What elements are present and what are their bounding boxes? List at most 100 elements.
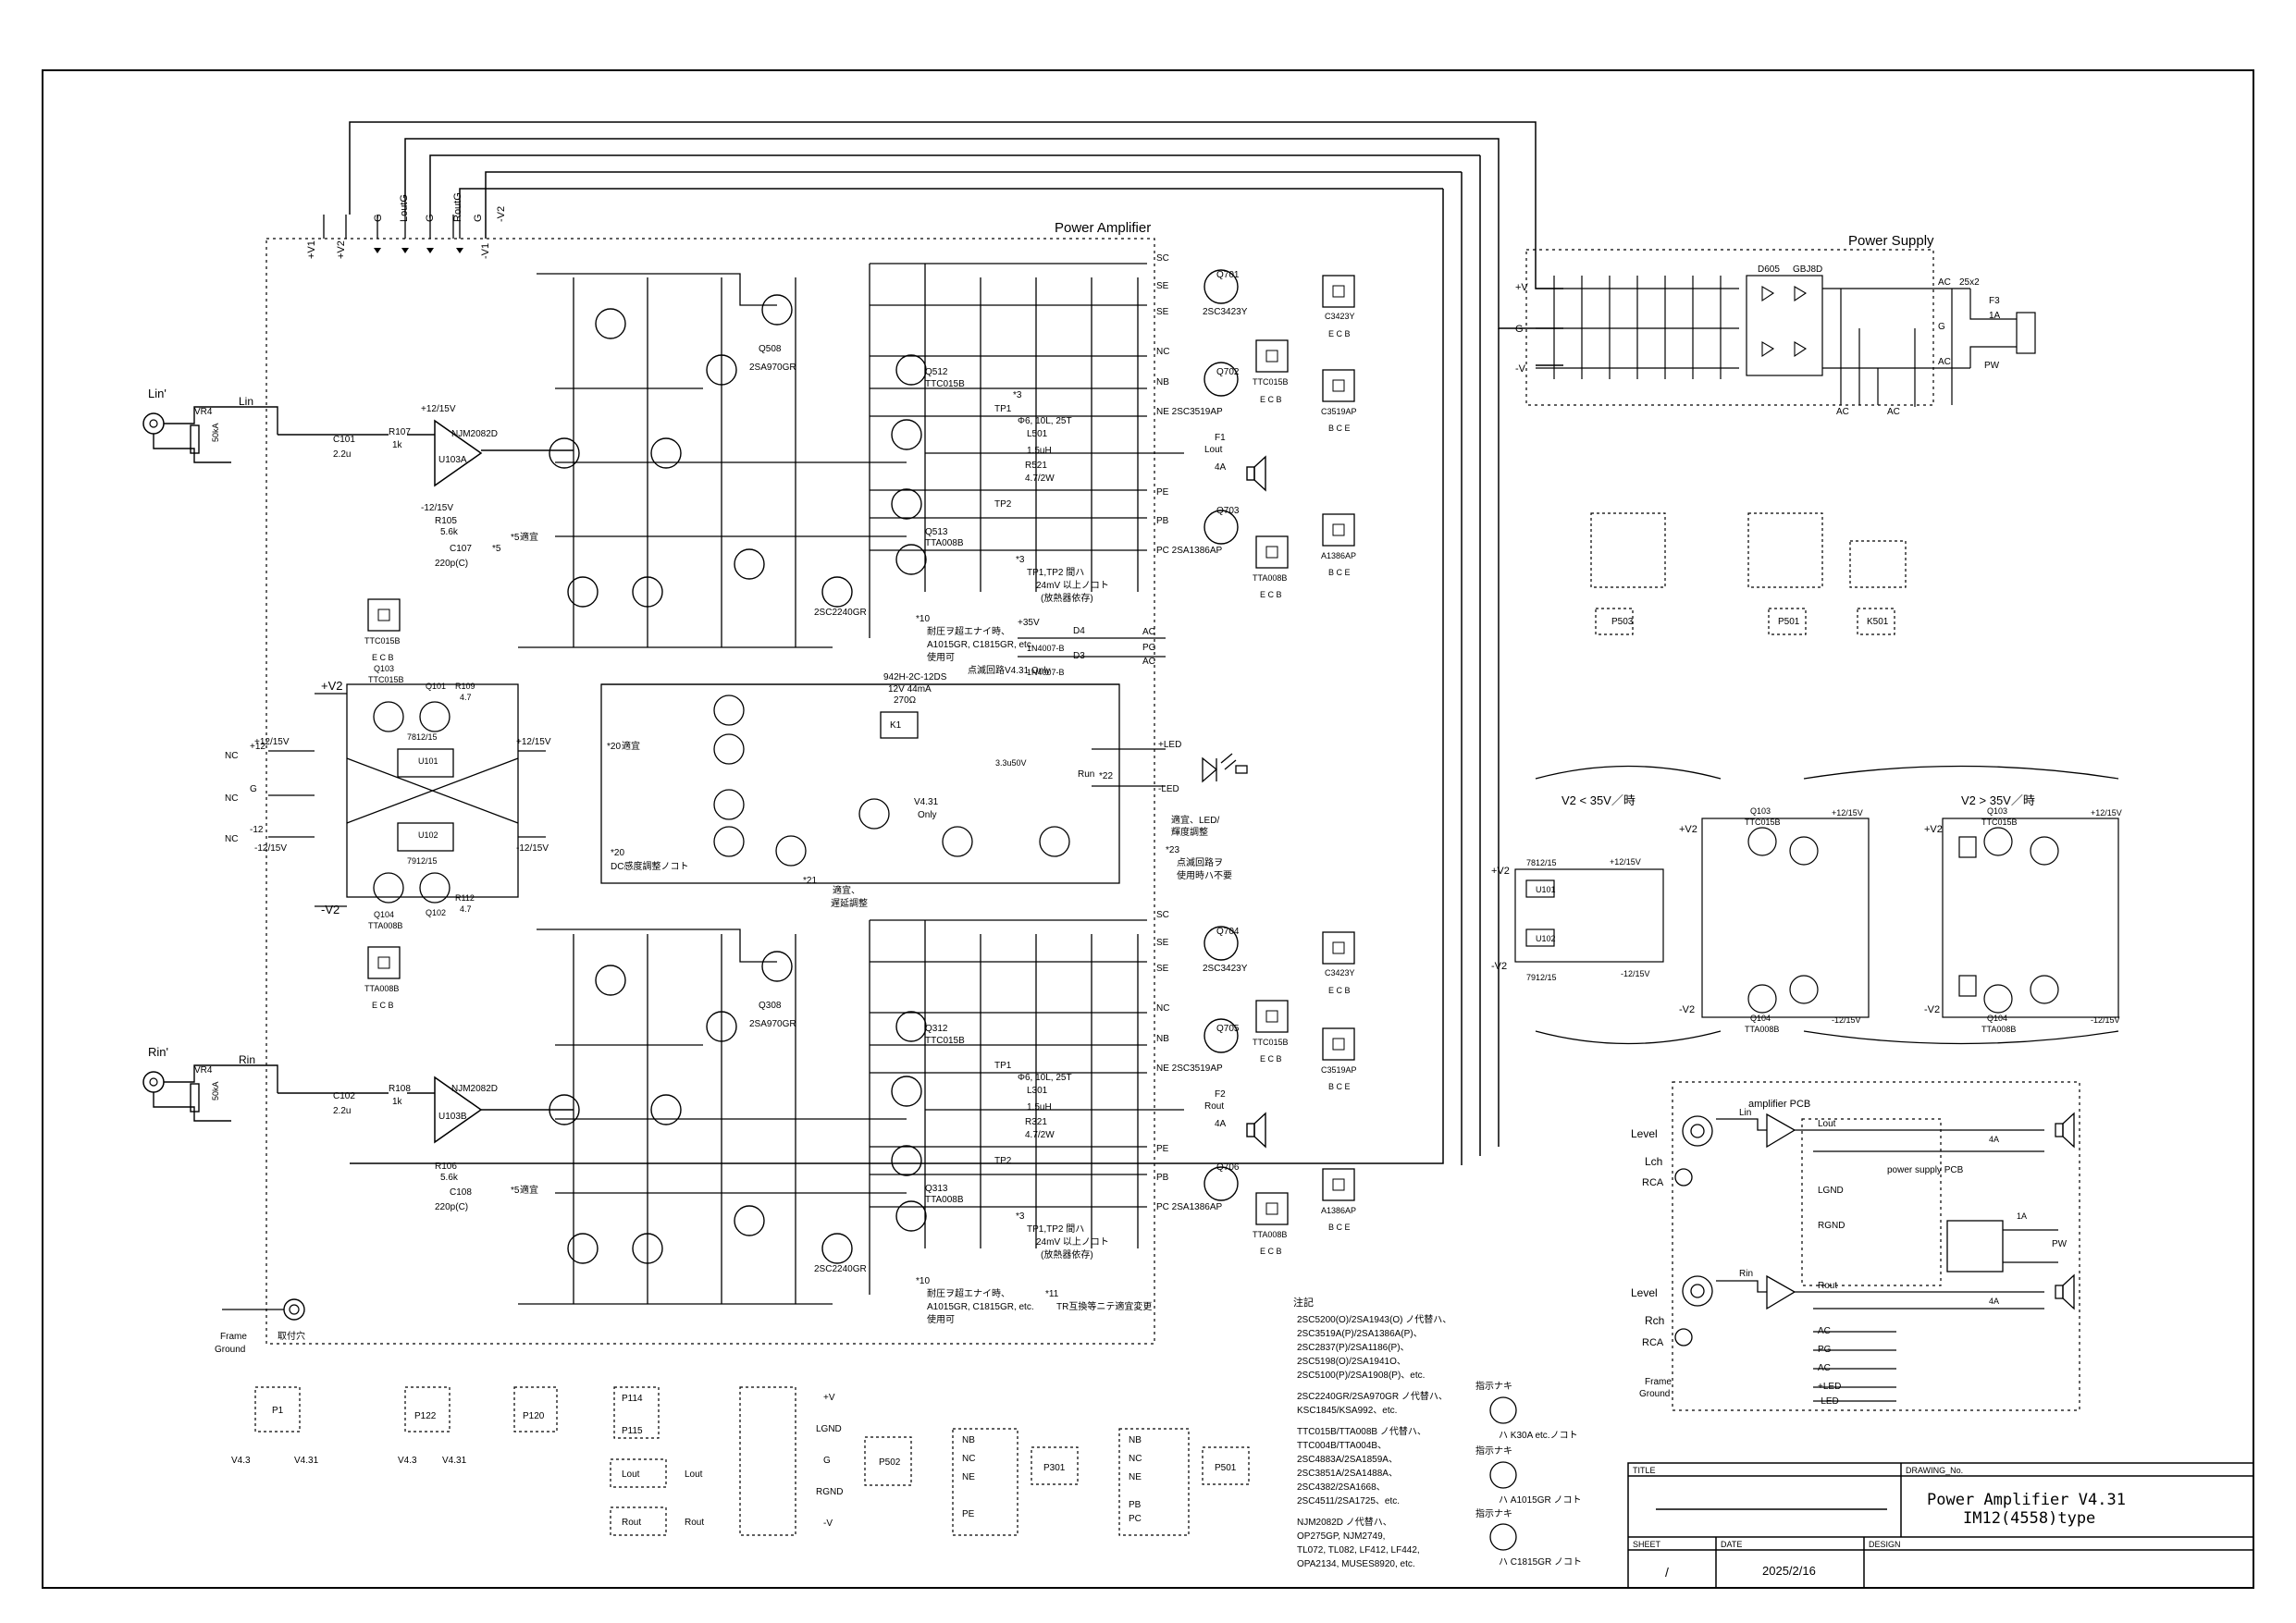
pg-label: PG xyxy=(1142,643,1156,653)
pin-label: G xyxy=(425,214,436,222)
c107-note: *5 xyxy=(492,544,501,554)
l301-value: 1.5uH xyxy=(1027,1102,1052,1113)
note-line: KSC1845/KSA992、etc. xyxy=(1297,1406,1397,1416)
note-line: TTC015B/TTA008B ノ代替ハ、 xyxy=(1297,1425,1426,1437)
net-pe: PE xyxy=(1156,1144,1169,1154)
led-n: -LED xyxy=(1158,784,1179,794)
r107-ref: R107 xyxy=(389,427,411,437)
pkg-label: TTC015B xyxy=(364,636,401,646)
k1-ref: K1 xyxy=(890,720,902,731)
note-5: *5 xyxy=(511,1186,520,1196)
led-n: -LED xyxy=(1818,1396,1839,1407)
left-input-section: Lin' Lin VR4 50kA C101 2.2u R107 1k U103… xyxy=(142,387,574,569)
pin-label: G xyxy=(473,214,484,222)
conn-g: G xyxy=(823,1456,831,1466)
ps-g2: G xyxy=(1938,322,1945,332)
pkg-label: TTA008B xyxy=(1253,1230,1287,1239)
pg-label: PG xyxy=(1818,1345,1832,1355)
pkg-label: TTC015B xyxy=(1253,377,1289,387)
right-input-section: Rin' Rin VR4 50kA C102 2.2u R108 1k U103… xyxy=(142,1045,574,1212)
lin-net: Lin xyxy=(239,395,253,408)
ps-ac3: AC xyxy=(1836,407,1849,417)
reg-vp: +12/15V xyxy=(1610,857,1641,867)
note-21-text2: 遅延調整 xyxy=(831,897,868,909)
pnp-icon xyxy=(1489,1461,1517,1489)
f1-value: 4A xyxy=(1215,462,1227,473)
rout-net: Rout xyxy=(1204,1101,1224,1112)
pnp-note: ハ A1015GR ノコト xyxy=(1499,1495,1581,1506)
c102-value: 2.2u xyxy=(333,1106,351,1116)
net-pe: PE xyxy=(1156,487,1169,498)
p501-label: P501 xyxy=(1778,617,1800,627)
note-10-text3: 使用可 xyxy=(927,1313,955,1325)
sheet-label: SHEET xyxy=(1633,1540,1661,1549)
note-3: *3 xyxy=(1016,1211,1025,1222)
note-line: 2SC5100(P)/2SA1908(P)、etc. xyxy=(1297,1371,1425,1381)
opamp-ref: U103B xyxy=(438,1112,467,1122)
q103-ref: Q103 xyxy=(1750,806,1771,816)
vr-value: 50kA xyxy=(211,1081,220,1100)
conn-nb: NB xyxy=(1129,1435,1142,1445)
npn-note: ハ C1815GR ノコト xyxy=(1499,1557,1582,1568)
q513-part: TTA008B xyxy=(925,538,964,548)
r112-value: 4.7 xyxy=(460,904,472,914)
ac-label: AC xyxy=(1142,657,1155,667)
q706-ref: Q706 xyxy=(1216,1162,1240,1173)
conn-vn: -V xyxy=(823,1518,833,1529)
rca-label: RCA xyxy=(1642,1337,1664,1348)
note-21: *21 xyxy=(803,876,817,886)
d605-ref: D605 xyxy=(1758,264,1780,275)
q702-part: NE 2SC3519AP xyxy=(1156,407,1223,417)
note-tp2: 24mV 以上ノコト xyxy=(1036,1236,1109,1248)
p122-label: P122 xyxy=(414,1411,437,1421)
led-icon xyxy=(1202,753,1248,783)
ps-ac25: 25x2 xyxy=(1959,277,1980,288)
led-p: +LED xyxy=(1818,1382,1841,1392)
level-label: Level xyxy=(1631,1127,1658,1140)
lin-net: Lin xyxy=(1739,1108,1751,1118)
lin-rca-jack xyxy=(142,412,165,435)
v431-label: V4.31 xyxy=(294,1456,319,1466)
r105-ref: R105 xyxy=(435,516,457,526)
frame-ground2: Ground xyxy=(1639,1389,1670,1399)
conn-nc: NC xyxy=(962,1454,975,1464)
v431: V4.31 xyxy=(914,797,939,807)
wiring-overview: amplifier PCB power supply PCB Level Lch… xyxy=(1631,1081,2080,1411)
tp1: TP1 xyxy=(994,1061,1012,1071)
conn-rgnd: RGND xyxy=(816,1487,843,1497)
conn-lgnd: LGND xyxy=(816,1424,842,1434)
r321-ref: R321 xyxy=(1025,1117,1047,1127)
pw-label: PW xyxy=(1984,361,2000,371)
ps-g: G xyxy=(1515,324,1524,335)
pkg-label: TTA008B xyxy=(1253,573,1287,583)
drawing-subtitle: IM12(4558)type xyxy=(1963,1509,2095,1528)
drawing-no-label: DRAWING_No. xyxy=(1906,1466,1963,1475)
l501-ref: L501 xyxy=(1027,429,1048,439)
note-line: 2SC5200(O)/2SA1943(O) ノ代替ハ、 xyxy=(1297,1313,1451,1325)
date-label: DATE xyxy=(1721,1540,1742,1549)
note-22: *22 xyxy=(1099,771,1113,781)
note-tp: TP1,TP2 間ハ xyxy=(1027,567,1084,578)
q706-part: PC 2SA1386AP xyxy=(1156,1202,1222,1212)
reg-vn-in: -12/15V xyxy=(254,843,287,854)
q104-ref: Q104 xyxy=(1987,1014,2007,1023)
r321-value: 4.7/2W xyxy=(1025,1130,1055,1140)
ac-label: AC xyxy=(1142,627,1155,637)
rout-net: Rout xyxy=(1818,1281,1837,1291)
note-10-text2: A1015GR, C1815GR, etc. xyxy=(927,640,1034,650)
c108-value: 220p(C) xyxy=(435,1202,468,1212)
fet-note: ハ K30A etc.ノコト xyxy=(1499,1431,1578,1441)
net-sc: SC xyxy=(1156,253,1169,264)
minus12: -12 xyxy=(250,825,264,835)
net-sc: SC xyxy=(1156,910,1169,920)
v2-variants: V2 < 35V／時 V2 > 35V／時 +V2 -V2 7812/15 U1… xyxy=(1491,765,2122,1045)
note-line: NJM2082D ノ代替ハ、 xyxy=(1297,1516,1392,1528)
q509-part: 2SC2240GR xyxy=(814,608,867,618)
amplifier-pcb-label: amplifier PCB xyxy=(1748,1099,1810,1110)
r109-ref: R109 xyxy=(455,682,475,691)
u102-part: 7912/15 xyxy=(407,856,438,866)
p502-label: P502 xyxy=(879,1457,901,1468)
